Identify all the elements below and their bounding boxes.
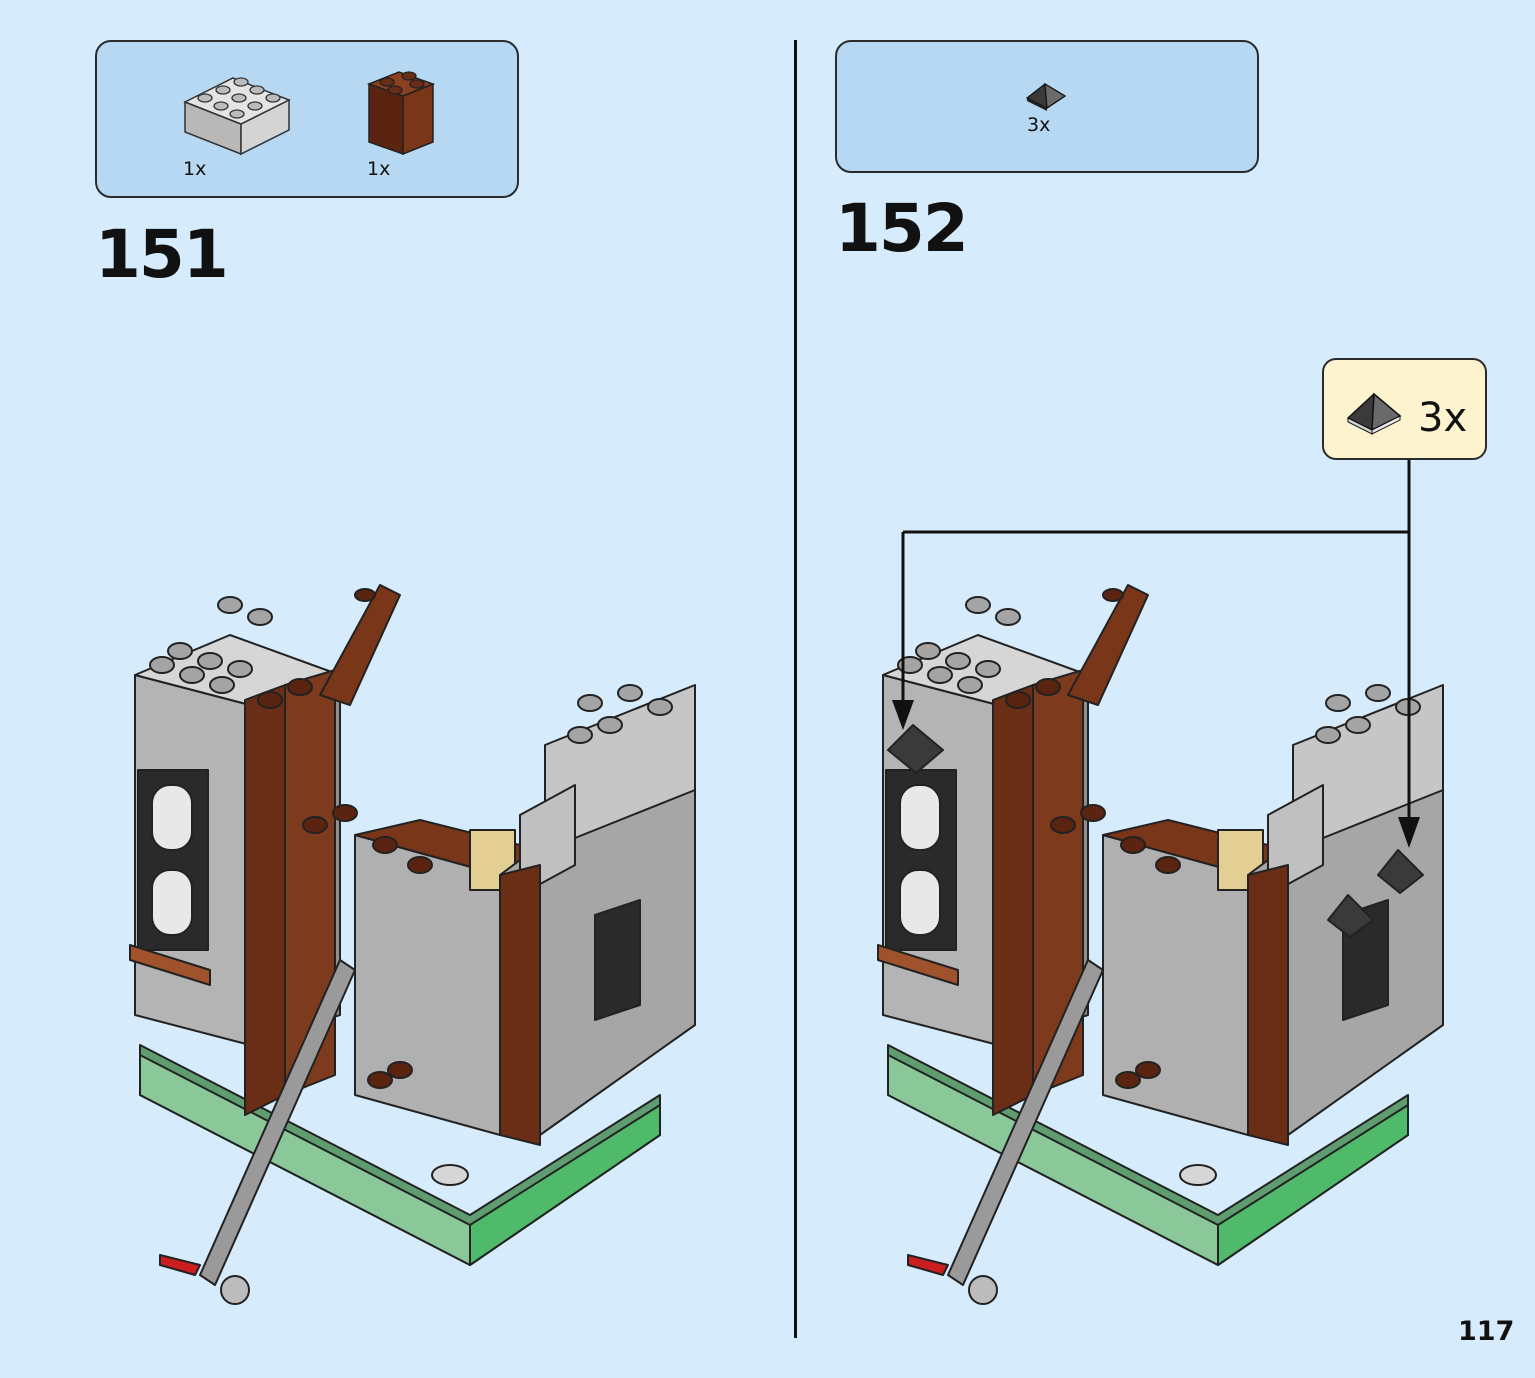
- reddish-brown-1x2-brick-icon: [366, 71, 436, 156]
- page-number: 117: [1458, 1316, 1515, 1347]
- light-gray-2x3-brick-icon: [183, 77, 291, 156]
- callout-qty: 3x: [1418, 395, 1468, 441]
- callout-box: 3x: [1322, 358, 1487, 460]
- step-number: 151: [95, 216, 229, 293]
- castle-model-step-152: [877, 584, 1444, 1305]
- new-slope-tiles: [887, 724, 1424, 938]
- part-qty: 3x: [1027, 114, 1051, 136]
- step-number: 152: [835, 190, 969, 267]
- castle-model-step-151: [129, 584, 696, 1305]
- step-divider: [794, 40, 797, 1338]
- part-qty: 1x: [367, 158, 391, 180]
- dark-gray-slope-tile-icon: [1346, 392, 1402, 435]
- part-qty: 1x: [183, 158, 207, 180]
- dark-gray-slope-tile-icon: [1025, 82, 1067, 111]
- parts-list-151: 1x 1x: [95, 40, 519, 198]
- parts-list-152: 3x: [835, 40, 1259, 173]
